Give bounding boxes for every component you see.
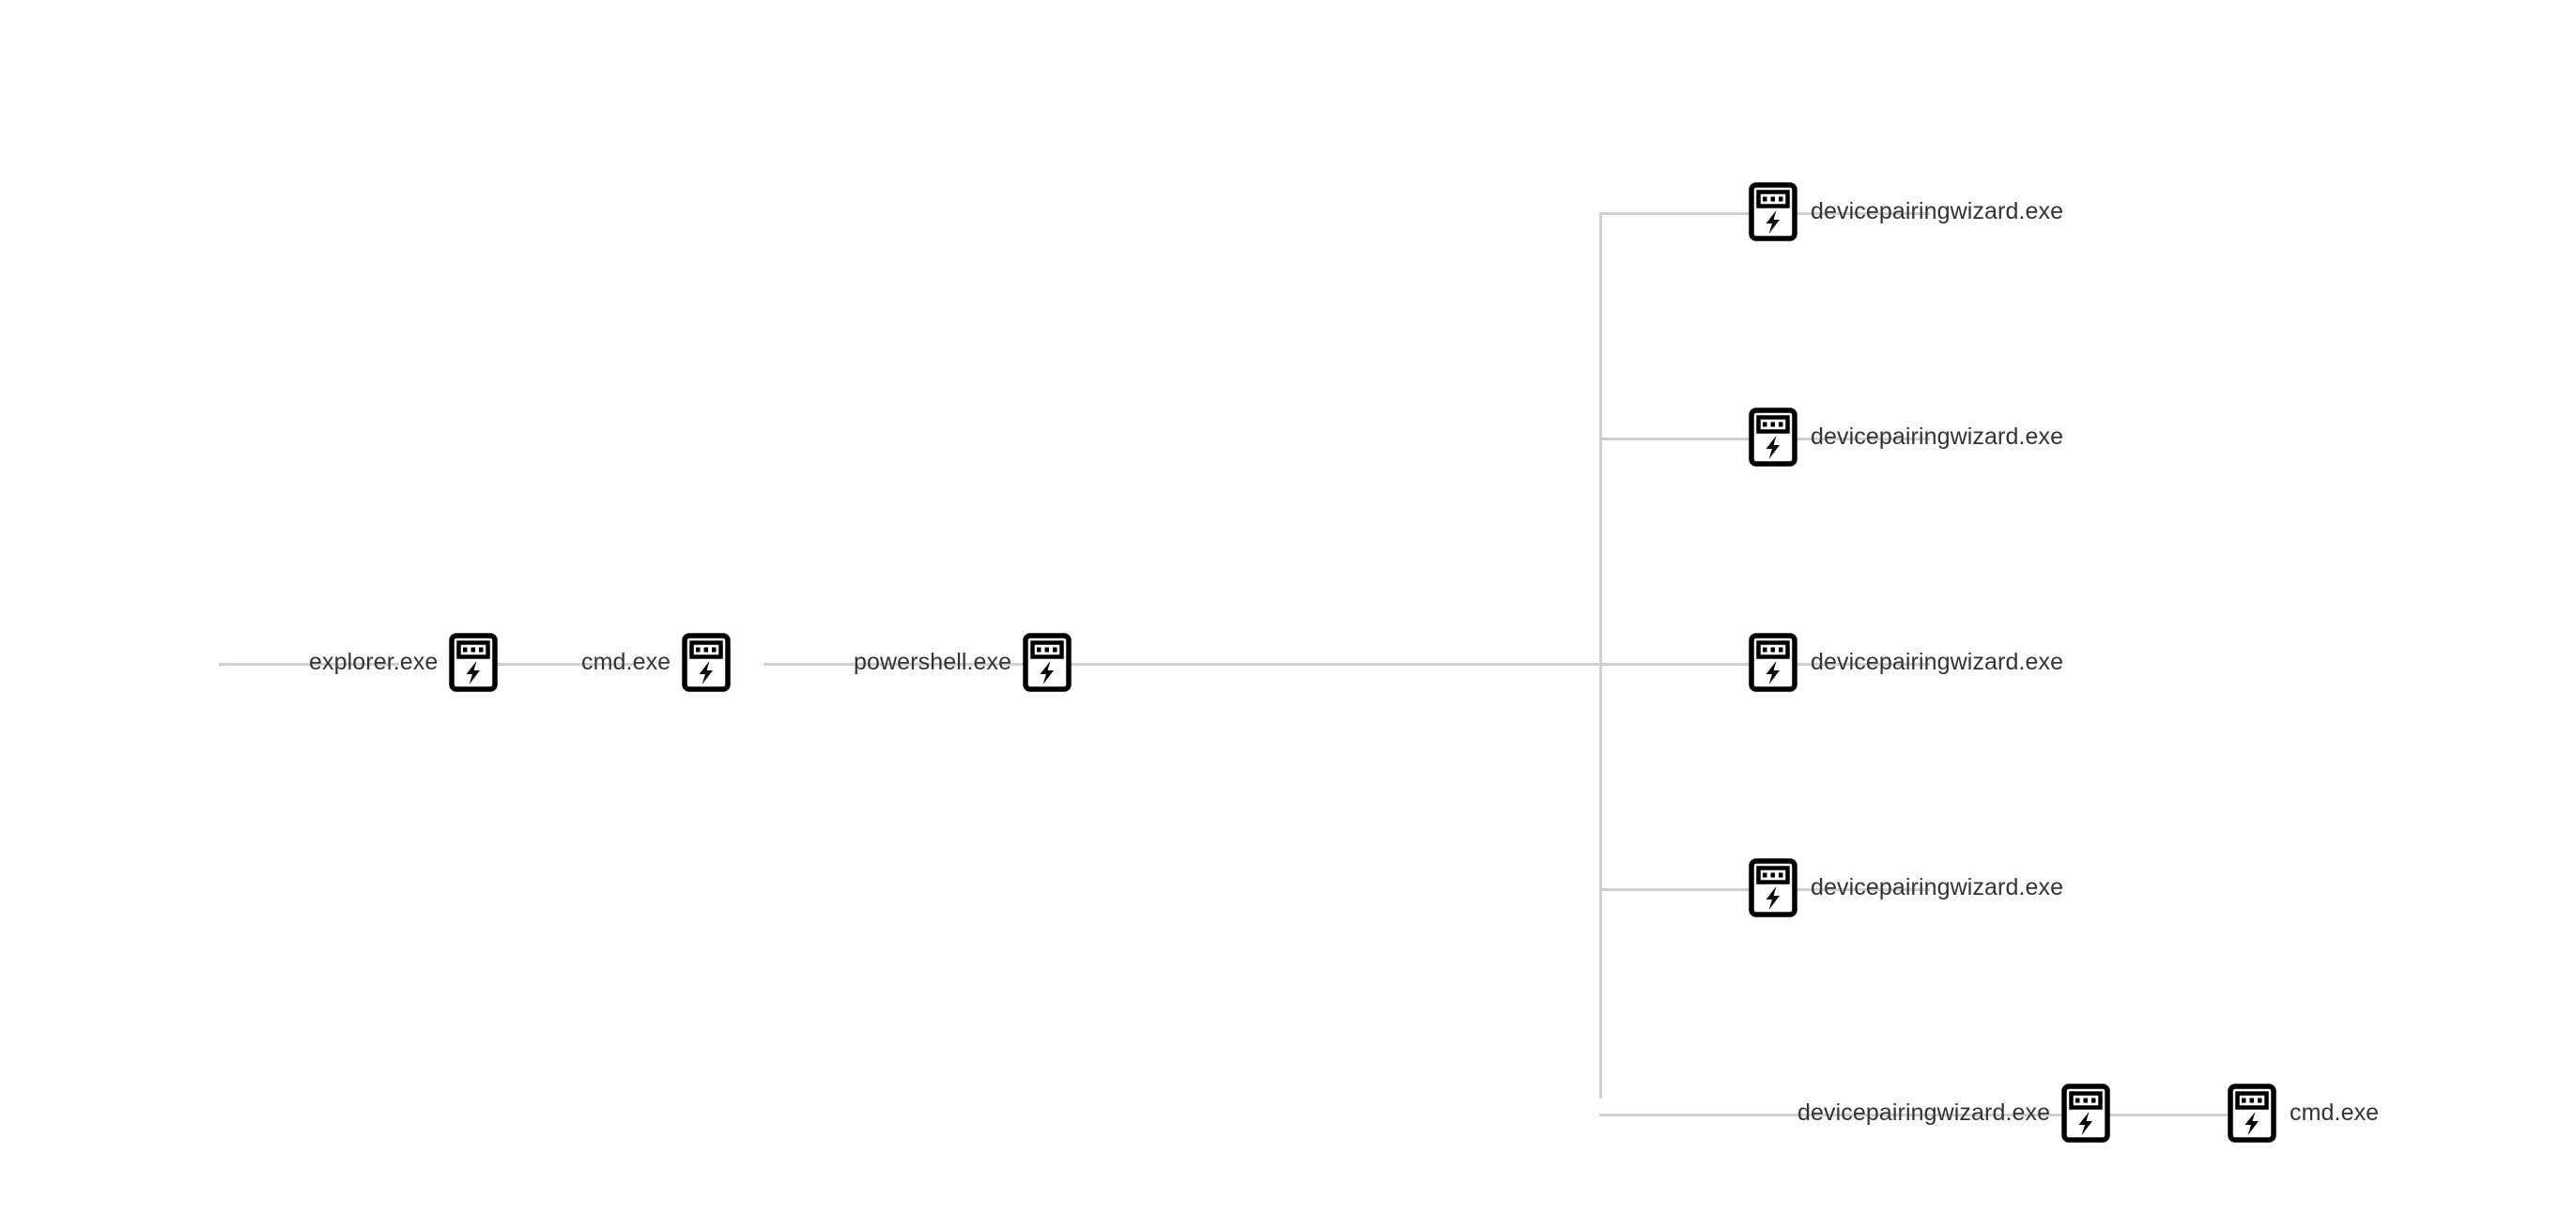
edge-branch-bus-vertical bbox=[1599, 212, 1602, 1099]
edge-cmd-to-powershell bbox=[491, 663, 636, 666]
process-executable-icon bbox=[682, 633, 731, 692]
process-node-label: cmd.exe bbox=[581, 649, 671, 675]
process-executable-icon bbox=[2061, 1084, 2110, 1143]
edge-dpw5-to-cmd2 bbox=[1764, 1114, 2229, 1116]
process-executable-icon bbox=[1749, 858, 1797, 917]
process-node-label: devicepairingwizard.exe bbox=[1811, 198, 2064, 224]
process-node-devicepairingwizard-1[interactable]: devicepairingwizard.exe bbox=[1749, 182, 2063, 241]
process-executable-icon bbox=[449, 633, 499, 692]
process-executable-icon bbox=[2228, 1084, 2276, 1143]
process-node-label: explorer.exe bbox=[309, 649, 439, 675]
process-node-devicepairingwizard-5[interactable]: devicepairingwizard.exe bbox=[1797, 1084, 2110, 1143]
process-executable-icon bbox=[1749, 182, 1797, 241]
process-executable-icon bbox=[1023, 633, 1072, 692]
process-node-cmd-2[interactable]: cmd.exe bbox=[2228, 1084, 2379, 1143]
process-node-powershell[interactable]: powershell.exe bbox=[854, 633, 1072, 692]
process-node-explorer[interactable]: explorer.exe bbox=[309, 633, 499, 692]
process-node-label: devicepairingwizard.exe bbox=[1811, 649, 2064, 675]
process-node-label: devicepairingwizard.exe bbox=[1811, 423, 2064, 450]
process-node-label: cmd.exe bbox=[2290, 1100, 2380, 1126]
process-node-devicepairingwizard-2[interactable]: devicepairingwizard.exe bbox=[1749, 408, 2063, 467]
edge-powershell-to-bus bbox=[764, 663, 1602, 666]
process-node-cmd-1[interactable]: cmd.exe bbox=[581, 633, 731, 692]
process-node-devicepairingwizard-4[interactable]: devicepairingwizard.exe bbox=[1749, 858, 2063, 917]
edge-explorer-to-cmd bbox=[219, 663, 399, 666]
process-executable-icon bbox=[1749, 633, 1797, 692]
process-executable-icon bbox=[1749, 408, 1797, 467]
process-node-label: devicepairingwizard.exe bbox=[1811, 874, 2064, 900]
process-node-label: devicepairingwizard.exe bbox=[1797, 1100, 2051, 1126]
process-node-label: powershell.exe bbox=[854, 649, 1012, 675]
process-node-devicepairingwizard-3[interactable]: devicepairingwizard.exe bbox=[1749, 633, 2063, 692]
